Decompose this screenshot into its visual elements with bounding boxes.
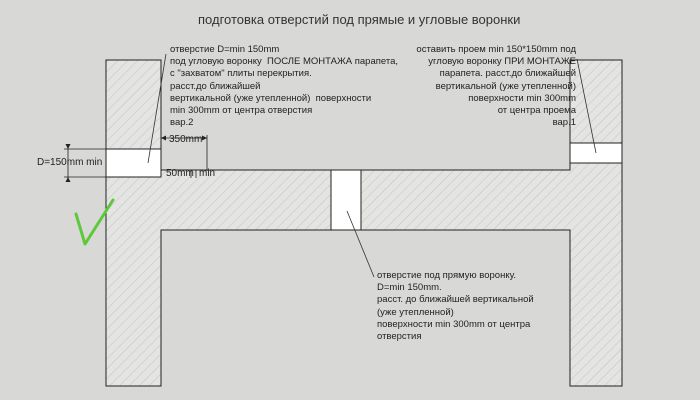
note-left: отверстие D=min 150mm под угловую воронк… [170,44,399,129]
concrete-right-outline [360,162,623,387]
dim-d-label: D=150mm min [37,157,103,168]
tick-d-top [65,144,71,149]
dim-min-label: min [199,168,216,179]
dimension-ticks [65,135,207,182]
opening-center-slab [330,169,362,231]
tick-350-right [202,135,207,141]
leader-right [576,58,597,154]
note-center: отверстие под прямую воронку. D=min 150m… [377,270,534,343]
tick-350-left [161,135,166,141]
tick-d-bottom [65,177,71,182]
leader-left [147,53,167,164]
diagram-title: подготовка отверстий под прямые и угловы… [198,12,521,27]
leader-center [346,210,375,278]
dimension-lines [64,133,208,180]
checkmark-icon [74,198,115,246]
dim-50-label: 50mm [166,168,194,179]
dim-350-label: 350mm [169,134,203,145]
leader-lines [147,53,597,278]
parapet-right [569,59,623,144]
opening-left-parapet [105,148,162,178]
note-right: оставить проем min 150*150mm под угловую… [416,44,576,129]
